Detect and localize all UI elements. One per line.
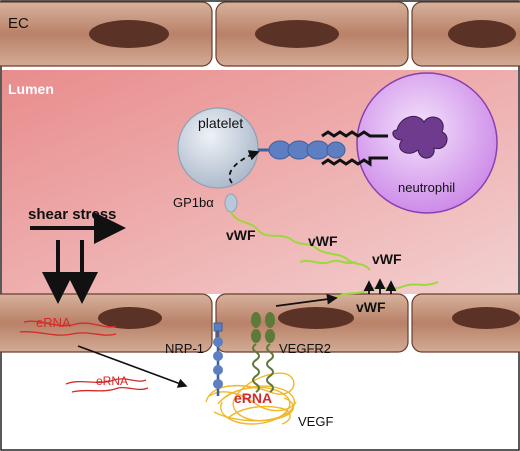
label-nrp1: NRP-1 [165, 341, 204, 356]
nrp1-receptor [213, 322, 223, 396]
vegfr2-receptors [251, 312, 275, 393]
signaling-arrow [228, 150, 260, 184]
label-vwf-4: vWF [356, 299, 386, 315]
vwf-up-arrows [363, 278, 397, 294]
label-shear-stress: shear stress [28, 206, 116, 223]
label-vegfr2: VEGFR2 [279, 341, 331, 356]
platelet [177, 107, 260, 213]
label-vwf-2: vWF [308, 233, 338, 249]
bottom-endothelial-cells [0, 293, 520, 353]
gp1ba-receptor [224, 193, 238, 213]
vegf-tangle [205, 372, 297, 425]
shear-stress-arrows [30, 212, 126, 304]
label-gp1ba: GP1bα [173, 195, 214, 210]
neutrophil-nucleus [392, 115, 448, 159]
label-erna-2: eRNA [96, 374, 128, 388]
label-vwf-3: vWF [372, 251, 402, 267]
label-vegf: VEGF [298, 414, 333, 429]
neutrophil [356, 72, 498, 214]
platelet-receptor-chain [258, 130, 388, 167]
label-erna-3: eRNA [234, 390, 272, 406]
erna-strands [19, 320, 149, 393]
label-platelet: platelet [198, 115, 243, 131]
top-endothelial-cells [0, 1, 520, 67]
label-lumen: Lumen [8, 81, 54, 97]
label-ec: EC [8, 15, 29, 32]
label-erna-1: eRNA [36, 315, 71, 330]
label-vwf-1: vWF [226, 227, 256, 243]
label-neutrophil: neutrophil [398, 180, 455, 195]
release-arrow [275, 293, 338, 307]
erna-diffusion-arrow [77, 345, 188, 388]
